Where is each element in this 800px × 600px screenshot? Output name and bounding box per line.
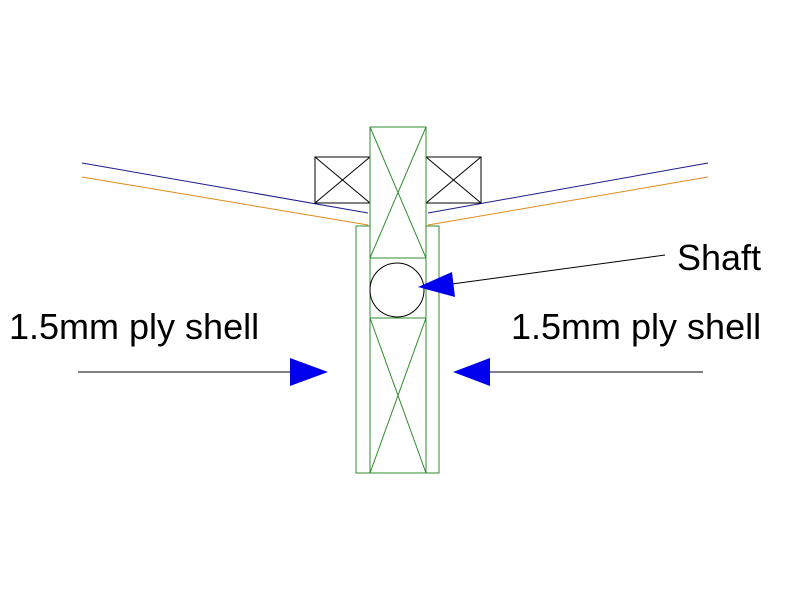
shaft-label: Shaft (677, 237, 761, 278)
shell-leader-arrow-left (78, 358, 328, 386)
shell-label-left: 1.5mm ply shell (9, 306, 259, 347)
shaft-leader-arrow (418, 254, 666, 297)
lower-skin-right (427, 176, 709, 226)
upper-skin (81, 162, 709, 214)
side-block-left (314, 156, 371, 204)
side-block-right (425, 156, 482, 204)
lower-skin (81, 176, 709, 226)
lower-skin-left (81, 176, 369, 226)
upper-skin-left (81, 162, 369, 214)
shaft-circle (369, 262, 425, 318)
upper-skin-right (427, 162, 709, 214)
shell-leader-arrow-right (453, 358, 703, 386)
shell-label-right: 1.5mm ply shell (511, 306, 761, 347)
